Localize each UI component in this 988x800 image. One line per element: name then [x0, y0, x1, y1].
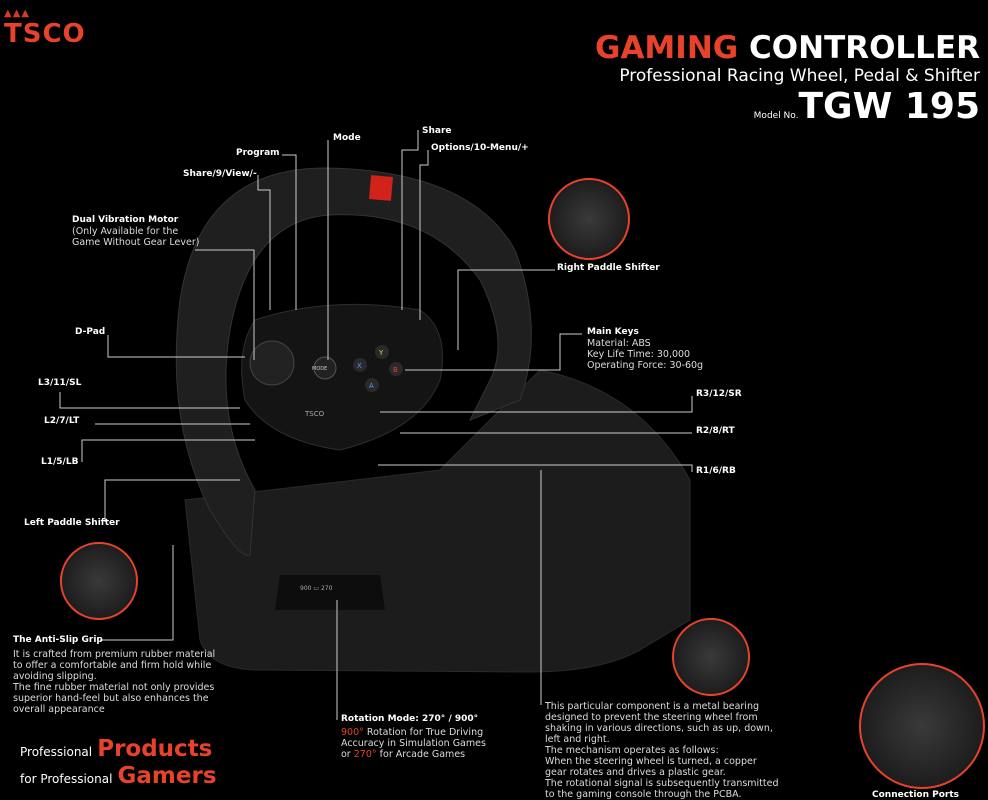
label-left-paddle: Left Paddle Shifter [24, 518, 120, 528]
model-number: Model No.TGW 195 [753, 86, 980, 127]
hub-logo: TSCO [305, 410, 325, 418]
svg-text:X: X [357, 362, 362, 370]
ports-detail-circle [859, 663, 985, 789]
label-options: Options/10-Menu/+ [431, 143, 529, 153]
svg-text:A: A [369, 382, 374, 390]
bearing-description: This particular component is a metal bea… [545, 701, 779, 800]
label-program: Program [236, 148, 280, 158]
mode-button-label: MODE [312, 366, 328, 372]
rotation-title: Rotation Mode: 270° / 900° [341, 714, 479, 724]
slogan-line-2: for Professional Gamers [20, 763, 217, 789]
rotation-description: 900° Rotation for True Driving Accuracy … [341, 727, 486, 760]
grip-detail-circle [60, 542, 138, 620]
vibration-line: (Only Available for the [72, 226, 179, 237]
leader-lines [59, 130, 693, 720]
svg-text:Y: Y [378, 349, 384, 357]
label-share-view: Share/9/View/- [183, 169, 257, 179]
label-r1: R1/6/RB [696, 466, 736, 476]
main-keys-line: Key Life Time: 30,000 [587, 349, 691, 360]
label-l3: L3/11/SL [38, 378, 82, 388]
wheel-hub [241, 303, 443, 451]
switch-panel [275, 575, 385, 610]
dpad [249, 340, 295, 386]
label-l1: L1/5/LB [41, 457, 79, 467]
svg-text:B: B [393, 366, 398, 374]
grip-title: The Anti-Slip Grip [13, 635, 103, 645]
label-share: Share [422, 126, 452, 136]
mode-button [313, 356, 337, 380]
ports-title: Connection Ports [872, 790, 960, 800]
main-keys-line: Operating Force: 30-60g [587, 360, 704, 371]
label-vibration: Dual Vibration Motor [72, 215, 179, 225]
slogan-line-1: Professional Products [20, 736, 213, 762]
paddle-detail-circle [548, 178, 630, 260]
label-right-paddle: Right Paddle Shifter [557, 263, 660, 273]
wheel-rim [175, 167, 532, 556]
subtitle: Professional Racing Wheel, Pedal & Shift… [619, 66, 980, 86]
bearing-detail-circle [672, 618, 750, 696]
vibration-line: Game Without Gear Lever) [72, 237, 200, 248]
label-r2: R2/8/RT [696, 426, 735, 436]
label-mode: Mode [333, 133, 361, 143]
label-l2: L2/7/LT [44, 416, 80, 426]
page-title: GAMING CONTROLLER [595, 30, 980, 66]
main-keys-line: Material: ABS [587, 338, 651, 349]
label-dpad: D-Pad [75, 327, 106, 337]
label-main-keys: Main Keys [587, 327, 639, 337]
grip-description: It is crafted from premium rubber materi… [13, 649, 216, 715]
label-r3: R3/12/SR [696, 389, 742, 399]
brand-logo: ▲▲▲TSCO [4, 8, 86, 49]
rotation-switch[interactable]: 900 ▭ 270 [300, 585, 333, 592]
center-marker [368, 175, 394, 201]
